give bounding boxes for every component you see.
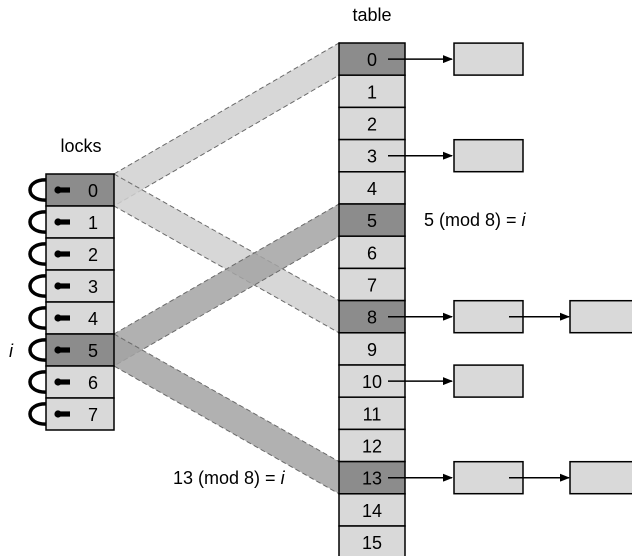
- table-cell-label-12: 12: [362, 437, 382, 457]
- lock-cell-label-1: 1: [88, 213, 98, 233]
- keyhole-icon: [54, 250, 70, 258]
- table-cell-label-7: 7: [367, 276, 377, 296]
- table-cell-15: [338, 525, 406, 556]
- chain-node: [453, 138, 524, 173]
- keyhole-icon: [54, 218, 70, 226]
- keyhole-icon: [54, 282, 70, 290]
- lock-cell-label-6: 6: [88, 373, 98, 393]
- equation-13-var: i: [281, 468, 286, 488]
- mapping-bands: [113, 42, 340, 495]
- table-cell-11: [338, 396, 406, 431]
- table-cell-label-3: 3: [367, 147, 377, 167]
- lock-shackle-icon: [28, 178, 49, 202]
- table-cell-6: [338, 235, 406, 270]
- table-cell-label-0: 0: [367, 50, 377, 70]
- keyhole-icon: [54, 186, 70, 194]
- chain-node: [569, 460, 632, 495]
- keyhole-icon: [54, 378, 70, 386]
- table-cell-label-9: 9: [367, 340, 377, 360]
- chain-node: [569, 299, 632, 334]
- locks-heading: locks: [60, 136, 101, 156]
- lock-cell-6: [45, 365, 115, 399]
- table-cell-4: [338, 171, 406, 205]
- lock-cell-label-4: 4: [88, 309, 98, 329]
- lock-shackle-icon: [28, 370, 49, 394]
- table-cell-label-5: 5: [367, 211, 377, 231]
- table-cell-label-6: 6: [367, 243, 377, 263]
- table-cell-label-13: 13: [362, 469, 382, 489]
- table-cell-label-2: 2: [367, 115, 377, 135]
- table-cell-label-8: 8: [367, 308, 377, 328]
- lock-shackle-icon: [28, 402, 49, 426]
- lock-cell-0: [45, 173, 115, 207]
- chain-bucket-3: [388, 138, 524, 173]
- lock-shackle-icon: [28, 306, 49, 330]
- lock-shackle-icon: [28, 242, 49, 266]
- keyhole-icon: [54, 410, 70, 418]
- lock-cell-label-5: 5: [88, 341, 98, 361]
- table-cell-5: [338, 203, 406, 237]
- equation-5-text: 5 (mod 8) =: [424, 210, 522, 230]
- equation-5-mod-8: 5 (mod 8) = i: [424, 210, 527, 230]
- table-cell-label-15: 15: [362, 533, 382, 553]
- table-cell-label-11: 11: [363, 404, 382, 424]
- table-cell-12: [338, 428, 406, 463]
- table-cell-9: [338, 332, 406, 366]
- equation-5-var: i: [522, 210, 527, 230]
- lock-cell-label-3: 3: [88, 277, 98, 297]
- keyhole-icon: [54, 346, 70, 354]
- chain-bucket-10: [388, 364, 524, 398]
- lock-shackle-icon: [28, 274, 49, 298]
- equation-13-text: 13 (mod 8) =: [173, 468, 281, 488]
- lock-cell-label-7: 7: [88, 405, 98, 425]
- lock-shackle-icon: [28, 338, 49, 362]
- chain-bucket-13: [388, 460, 632, 495]
- table-heading: table: [352, 5, 391, 25]
- chain-bucket-0: [388, 42, 524, 76]
- lock-cell-label-2: 2: [88, 245, 98, 265]
- chain-bucket-8: [388, 299, 632, 334]
- lock-index-var: i: [9, 341, 14, 361]
- equation-13-mod-8: 13 (mod 8) = i: [173, 468, 286, 488]
- table-cell-label-10: 10: [362, 372, 382, 392]
- keyhole-icon: [54, 314, 70, 322]
- lock-shackle-icon: [28, 210, 49, 234]
- bucket-chains: [388, 42, 632, 495]
- chain-node: [453, 364, 524, 398]
- chain-node: [453, 42, 524, 76]
- table-cell-label-14: 14: [362, 501, 382, 521]
- locks-array: 0 1 2 3 4 5 6 7: [28, 173, 115, 431]
- table-cell-7: [338, 267, 406, 302]
- table-cell-label-4: 4: [367, 179, 377, 199]
- table-cell-label-1: 1: [367, 82, 377, 102]
- lock-cell-label-0: 0: [88, 181, 98, 201]
- mapping-band-lock0-bucket0: [113, 42, 340, 207]
